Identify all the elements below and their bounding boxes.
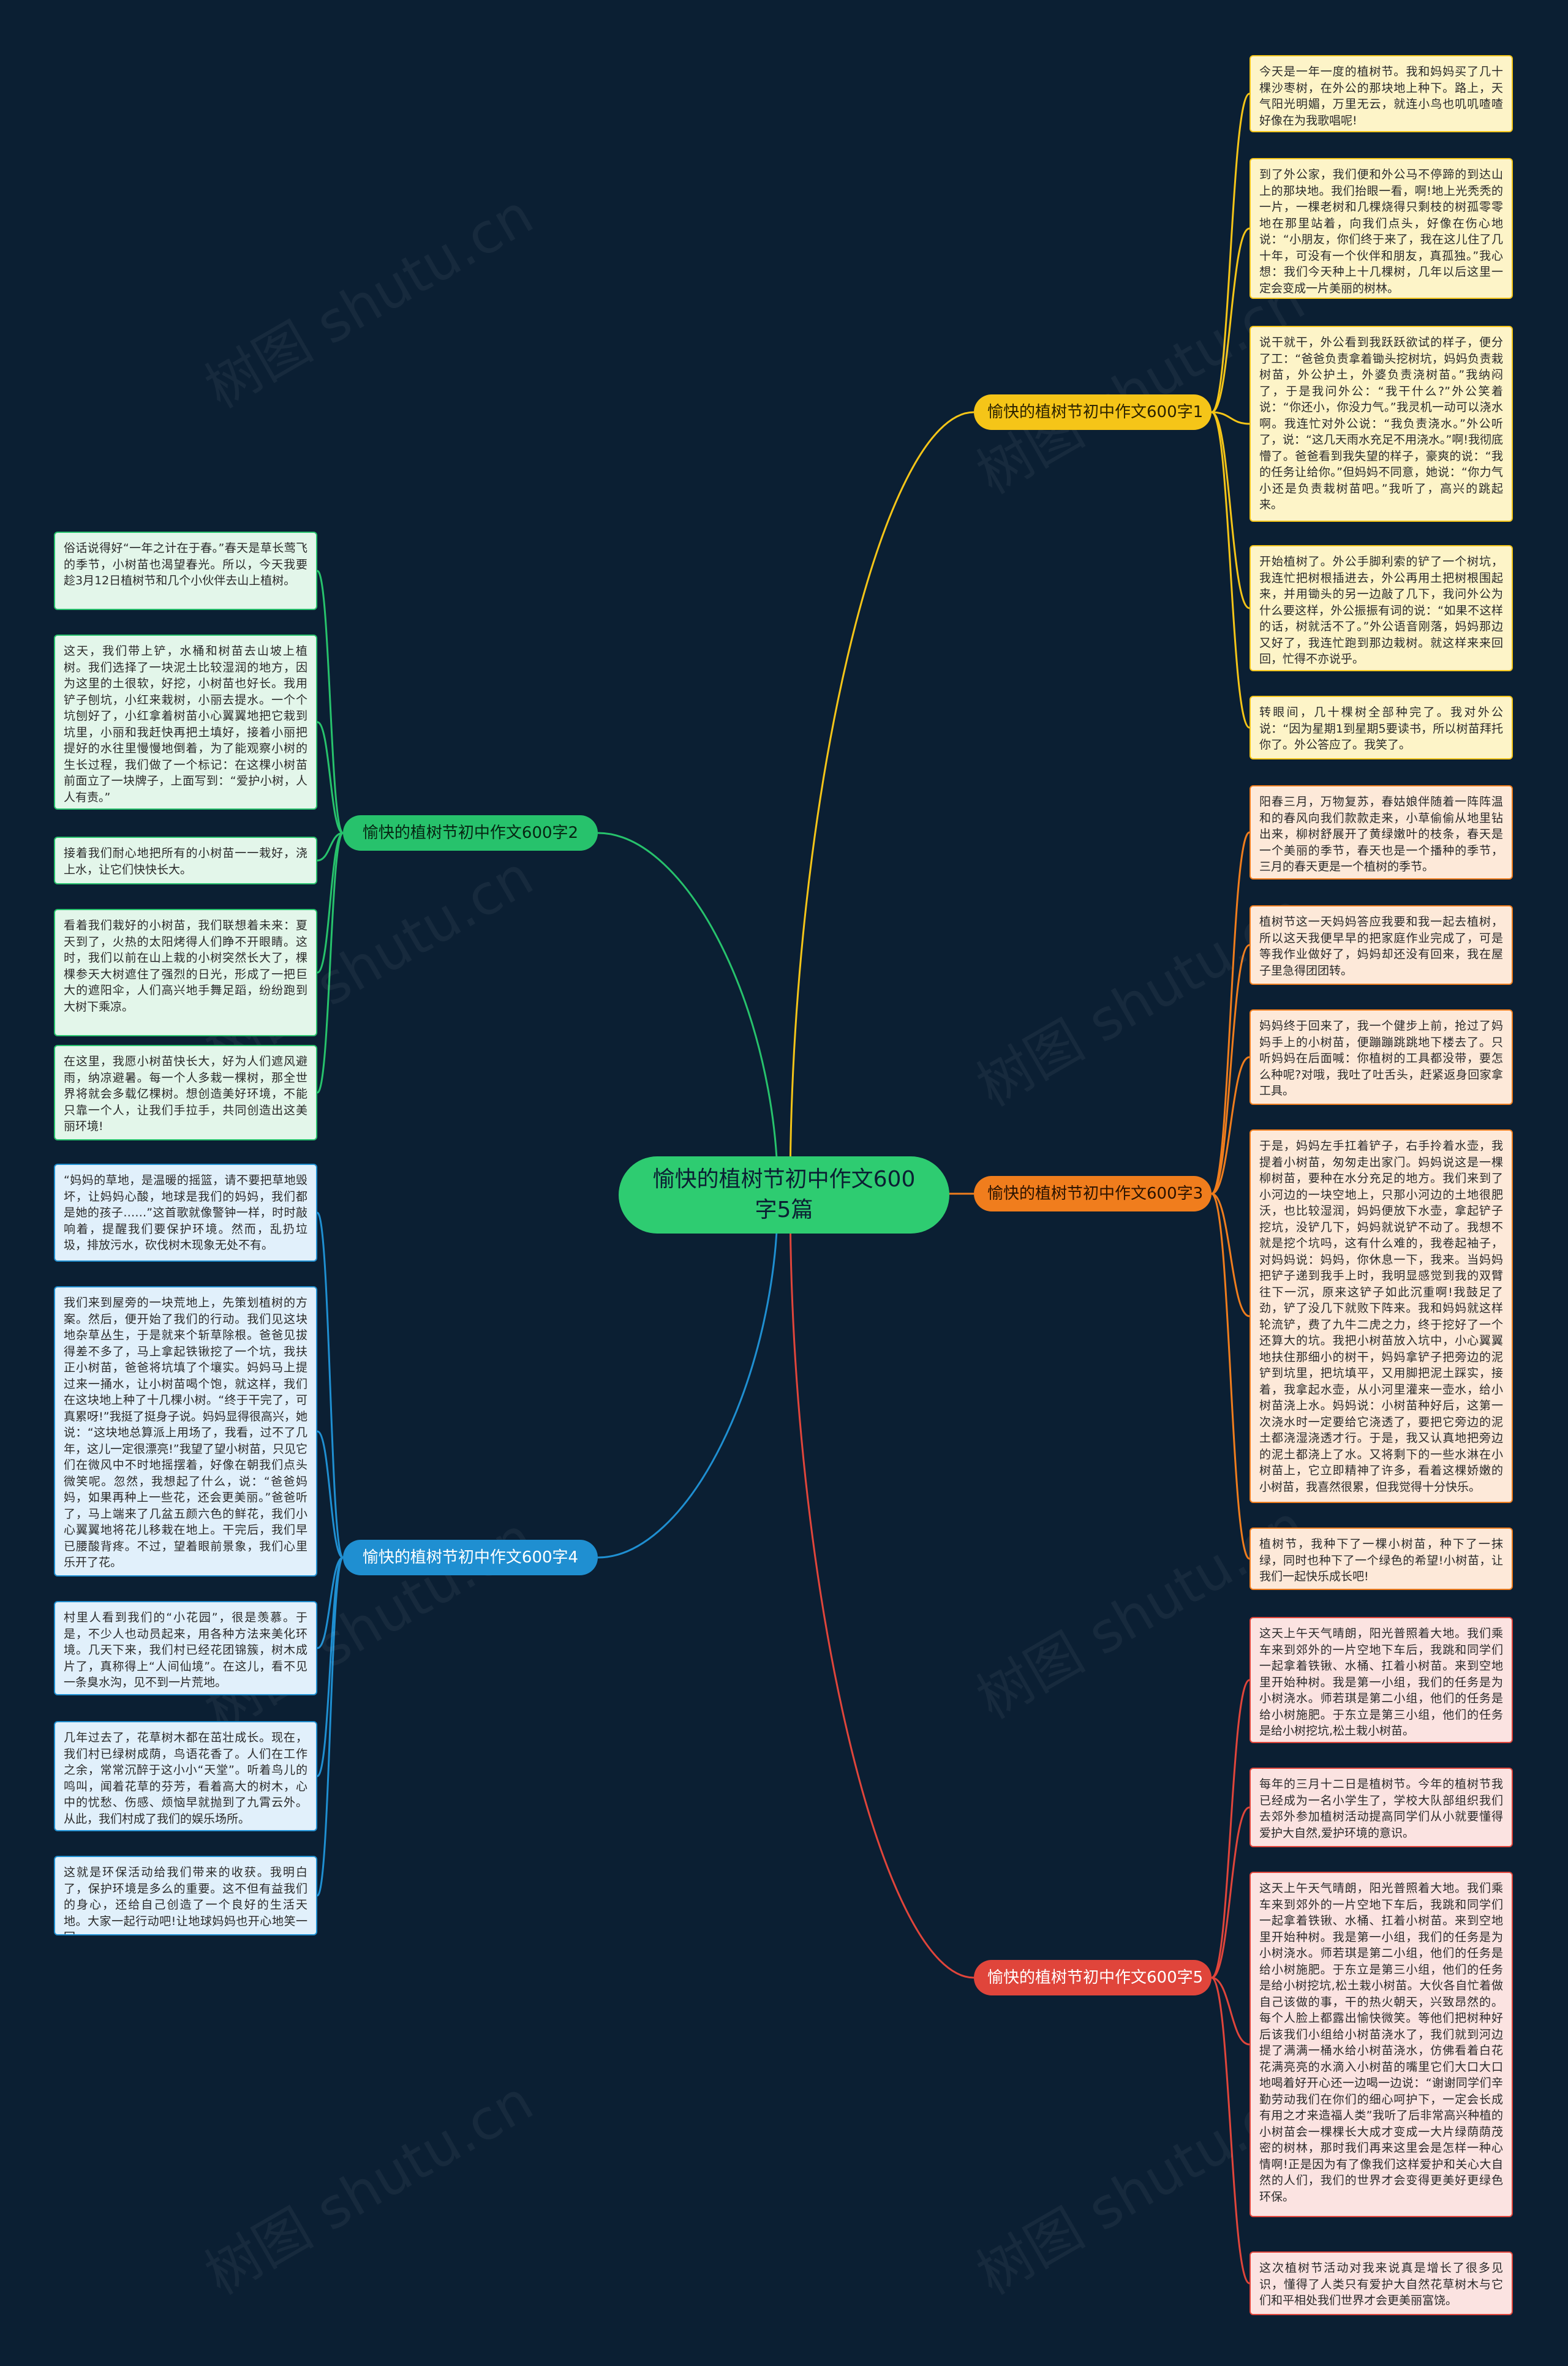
leaf-essay-1[interactable]: 今天是一年一度的植树节。我和妈妈买了几十棵沙枣树，在外公的那块地上种下。路上，天… <box>1250 55 1513 132</box>
leaf-essay-2[interactable]: 俗话说得好“一年之计在于春。”春天是草长莺飞的季节，小树苗也渴望春光。所以，今天… <box>54 532 317 610</box>
leaf-connector <box>316 832 344 1094</box>
leaf-connector <box>1211 227 1250 413</box>
leaf-essay-4[interactable]: 几年过去了，花草树木都在茁壮成长。现在，我们村已绿树成荫，鸟语花香了。人们在工作… <box>54 1721 317 1831</box>
leaf-essay-3[interactable]: 植树节这一天妈妈答应我要和我一起去植树，所以这天我便早早的把家庭作业完成了，可是… <box>1250 905 1513 985</box>
leaf-connector <box>317 1430 344 1559</box>
leaf-connector <box>317 721 344 834</box>
leaf-essay-4[interactable]: “妈妈的草地，是温暖的摇篮，请不要把草地毁坏，让妈妈心酸，地球是我们的妈妈，我们… <box>54 1164 317 1262</box>
branch-essay-5[interactable]: 愉快的植树节初中作文600字5 <box>974 1960 1212 1995</box>
branch-connector <box>789 1194 974 1979</box>
leaf-essay-5[interactable]: 这次植树节活动对我来说真是增长了很多见识，懂得了人类只有爱护大自然花草树木与它们… <box>1250 2251 1513 2315</box>
leaf-essay-5[interactable]: 这天上午天气晴朗，阳光普照着大地。我们乘车来到郊外的一片空地下车后，我跳和同学们… <box>1250 1617 1513 1743</box>
leaf-essay-2[interactable]: 这天，我们带上铲，水桶和树苗去山坡上植树。我们选择了一块泥土比较湿润的地方，因为… <box>54 635 317 810</box>
leaf-essay-1[interactable]: 到了外公家，我们便和外公马不停蹄的到达山上的那块地。我们抬眼一看，啊!地上光秃秃… <box>1250 158 1513 299</box>
leaf-essay-1[interactable]: 转眼间，几十棵树全部种完了。我对外公说：“因为星期1到星期5要读书，所以树苗拜托… <box>1250 696 1513 759</box>
leaf-connector <box>317 1556 344 1649</box>
leaf-connector <box>1211 1192 1250 1317</box>
branch-essay-1[interactable]: 愉快的植树节初中作文600字1 <box>974 394 1212 430</box>
branch-essay-4[interactable]: 愉快的植树节初中作文600字4 <box>343 1540 598 1575</box>
leaf-connector <box>1211 1976 1250 2046</box>
leaf-connector <box>1211 1056 1250 1195</box>
branch-essay-2[interactable]: 愉快的植树节初中作文600字2 <box>343 815 598 851</box>
leaf-connector <box>316 1556 344 1897</box>
leaf-connector <box>1211 411 1250 609</box>
leaf-connector <box>317 832 344 862</box>
leaf-connector <box>1211 1806 1250 1979</box>
leaf-connector <box>316 1211 344 1559</box>
leaf-essay-5[interactable]: 每年的三月十二日是植树节。今年的植树节我已经成为一名小学生了，学校大队部组织我们… <box>1250 1768 1513 1847</box>
branch-essay-3[interactable]: 愉快的植树节初中作文600字3 <box>974 1176 1212 1211</box>
leaf-essay-5[interactable]: 这天上午天气晴朗，阳光普照着大地。我们乘车来到郊外的一片空地下车后，我跳和同学们… <box>1250 1872 1513 2217</box>
branch-connector <box>789 411 974 1196</box>
leaf-essay-1[interactable]: 开始植树了。外公手脚利索的铲了一个树坑，我连忙把树根插进去，外公再用土把树根围起… <box>1250 545 1513 671</box>
leaf-essay-4[interactable]: 这就是环保活动给我们带来的收获。我明白了，保护环境是多么的重要。这不但有益我们的… <box>54 1856 317 1935</box>
leaf-essay-4[interactable]: 我们来到屋旁的一块荒地上，先策划植树的方案。然后，便开始了我们的行动。我们见这块… <box>54 1286 317 1577</box>
leaf-connector <box>1211 1976 1250 2285</box>
leaf-essay-2[interactable]: 看着我们栽好的小树苗，我们联想着未来：夏天到了，火热的太阳烤得人们睁不开眼睛。这… <box>54 909 317 1036</box>
leaf-connector <box>1211 1679 1250 1979</box>
leaf-connector <box>1211 1192 1250 1560</box>
leaf-connector <box>1211 411 1250 729</box>
leaf-essay-4[interactable]: 村里人看到我们的“小花园”，很是羡慕。于是，不少人也动员起来，用各种方法来美化环… <box>54 1601 317 1695</box>
leaf-connector <box>1211 411 1250 425</box>
leaf-connector <box>1211 944 1250 1195</box>
leaf-connector <box>1211 92 1250 413</box>
leaf-connector <box>316 570 344 834</box>
leaf-essay-1[interactable]: 说干就干，外公看到我跃跃欲试的样子，便分了工：“爸爸负责拿着锄头挖树坑，妈妈负责… <box>1250 326 1513 522</box>
leaf-essay-3[interactable]: 妈妈终于回来了，我一个健步上前，抢过了妈妈手上的小树苗，便蹦蹦跳跳地下楼去了。只… <box>1250 1009 1513 1105</box>
leaf-essay-3[interactable]: 植树节，我种下了一棵小树苗，种下了一抹绿，同时也种下了一个绿色的希望!小树苗，让… <box>1250 1528 1513 1590</box>
leaf-connector <box>317 832 344 974</box>
leaf-essay-2[interactable]: 在这里，我愿小树苗快长大，好为人们遮风避雨，纳凉避暑。每一个人多栽一棵树，那全世… <box>54 1045 317 1140</box>
branch-connector <box>597 832 779 1196</box>
branch-connector <box>597 1194 779 1559</box>
leaf-essay-2[interactable]: 接着我们耐心地把所有的小树苗一一栽好，浇上水，让它们快快长大。 <box>54 837 317 884</box>
root-topic[interactable]: 愉快的植树节初中作文600字5篇 <box>619 1156 949 1234</box>
leaf-essay-3[interactable]: 于是，妈妈左手扛着铲子，右手拎着水壶，我提着小树苗，匆匆走出家门。妈妈说这是一棵… <box>1250 1129 1513 1503</box>
leaf-connector <box>1211 831 1250 1195</box>
leaf-essay-3[interactable]: 阳春三月，万物复苏，春姑娘伴随着一阵阵温和的春风向我们款款走来，小草偷偷从地里钻… <box>1250 785 1513 880</box>
